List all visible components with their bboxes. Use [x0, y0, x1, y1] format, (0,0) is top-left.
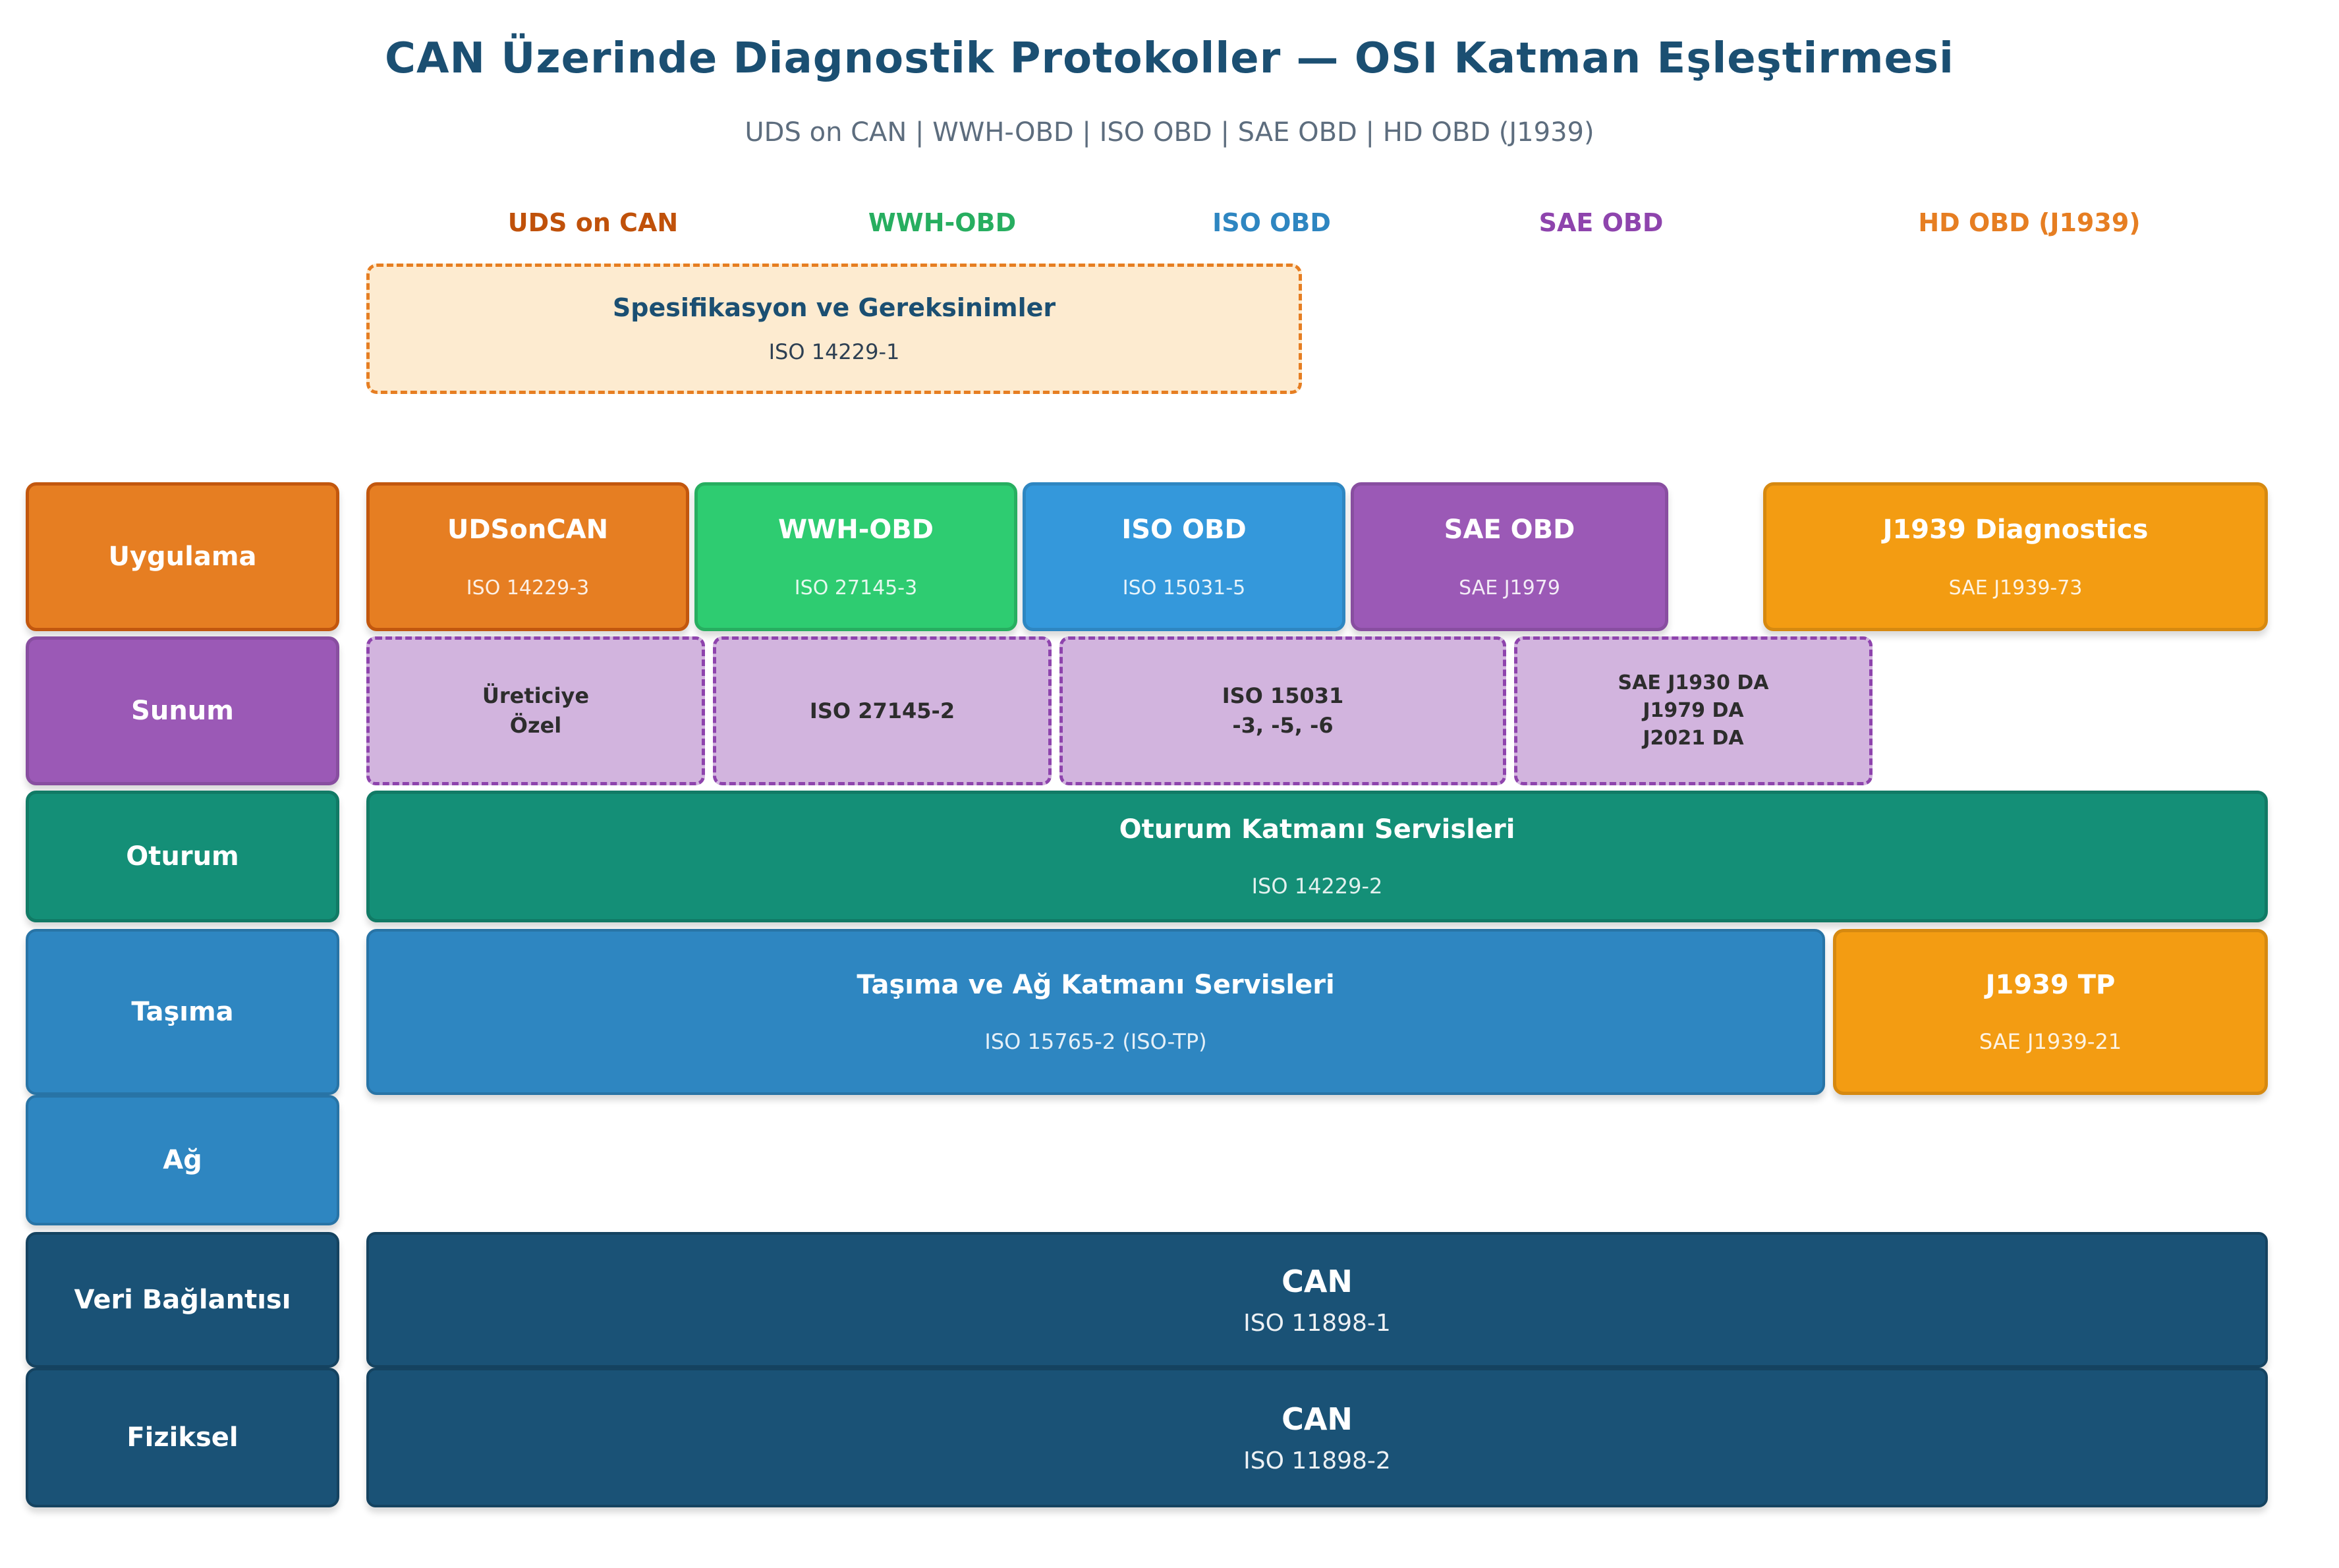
spec-box-title: Spesifikasyon ve Gereksinimler	[612, 293, 1056, 322]
app-box-title: WWH-OBD	[777, 514, 934, 545]
column-header-sae-obd: SAE OBD	[1538, 208, 1664, 237]
presentation-box-manufacturer-specific: Üreticiye Özel	[366, 636, 705, 785]
j1939-tp-title: J1939 TP	[1985, 970, 2116, 1000]
osi-layer-network: Ağ	[26, 1095, 339, 1225]
app-box-sae-obd: SAE OBD SAE J1979	[1351, 482, 1668, 631]
osi-layer-physical: Fiziksel	[26, 1368, 339, 1507]
spec-requirements-box: Spesifikasyon ve Gereksinimler ISO 14229…	[366, 264, 1302, 394]
app-box-title: J1939 Diagnostics	[1882, 514, 2149, 545]
app-box-standard: SAE J1979	[1459, 576, 1560, 600]
app-box-iso-obd: ISO OBD ISO 15031-5	[1023, 482, 1345, 631]
osi-layer-label: Uygulama	[108, 542, 257, 572]
osi-layer-label: Oturum	[126, 841, 239, 872]
column-header-wwh-obd: WWH-OBD	[868, 208, 1017, 237]
transport-box-standard: ISO 15765-2 (ISO-TP)	[984, 1029, 1207, 1054]
transport-network-services-box: Taşıma ve Ağ Katmanı Servisleri ISO 1576…	[366, 929, 1825, 1095]
can-physical-standard: ISO 11898-2	[1243, 1447, 1391, 1474]
osi-layer-label: Taşıma	[131, 997, 234, 1027]
page-title: CAN Üzerinde Diagnostik Protokoller — OS…	[385, 34, 1954, 83]
osi-layer-session: Oturum	[26, 791, 339, 922]
app-box-udsoncan: UDSonCAN ISO 14229-3	[366, 482, 689, 631]
can-datalink-standard: ISO 11898-1	[1243, 1309, 1391, 1337]
osi-layer-label: Fiziksel	[127, 1422, 239, 1453]
page-subtitle: UDS on CAN | WWH-OBD | ISO OBD | SAE OBD…	[745, 117, 1594, 148]
column-header-uds-on-can: UDS on CAN	[507, 208, 679, 237]
session-box-standard: ISO 14229-2	[1251, 874, 1383, 899]
app-box-standard: ISO 27145-3	[794, 576, 918, 600]
osi-layer-datalink: Veri Bağlantısı	[26, 1232, 339, 1368]
osi-layer-label: Sunum	[131, 696, 234, 726]
app-box-standard: ISO 14229-3	[466, 576, 590, 600]
osi-layer-label: Ağ	[163, 1145, 202, 1175]
app-box-title: UDSonCAN	[447, 514, 609, 545]
transport-box-title: Taşıma ve Ağ Katmanı Servisleri	[857, 970, 1335, 1000]
app-box-title: ISO OBD	[1121, 514, 1247, 545]
can-physical-box: CAN ISO 11898-2	[366, 1368, 2268, 1507]
osi-layer-presentation: Sunum	[26, 636, 339, 785]
j1939-tp-standard: SAE J1939-21	[1979, 1029, 2122, 1054]
osi-layer-application: Uygulama	[26, 482, 339, 631]
app-box-standard: SAE J1939-73	[1948, 576, 2083, 600]
can-datalink-title: CAN	[1282, 1263, 1353, 1299]
column-header-hd-obd-j1939: HD OBD (J1939)	[1918, 208, 2141, 237]
app-box-title: SAE OBD	[1444, 514, 1575, 545]
can-datalink-box: CAN ISO 11898-1	[366, 1232, 2268, 1368]
presentation-box-iso-27145-2: ISO 27145-2	[713, 636, 1052, 785]
can-physical-title: CAN	[1282, 1401, 1353, 1437]
app-box-j1939-diagnostics: J1939 Diagnostics SAE J1939-73	[1763, 482, 2268, 631]
j1939-tp-box: J1939 TP SAE J1939-21	[1833, 929, 2268, 1095]
session-layer-services-box: Oturum Katmanı Servisleri ISO 14229-2	[366, 791, 2268, 922]
osi-layer-transport: Taşıma	[26, 929, 339, 1095]
osi-layer-label: Veri Bağlantısı	[74, 1285, 291, 1315]
app-box-standard: ISO 15031-5	[1122, 576, 1246, 600]
presentation-box-sae-j1930-da: SAE J1930 DA J1979 DA J2021 DA	[1514, 636, 1873, 785]
app-box-wwh-obd: WWH-OBD ISO 27145-3	[694, 482, 1017, 631]
presentation-box-iso-15031: ISO 15031 -3, -5, -6	[1059, 636, 1506, 785]
column-header-iso-obd: ISO OBD	[1212, 208, 1331, 237]
session-box-title: Oturum Katmanı Servisleri	[1119, 814, 1515, 845]
spec-box-standard: ISO 14229-1	[768, 339, 900, 364]
